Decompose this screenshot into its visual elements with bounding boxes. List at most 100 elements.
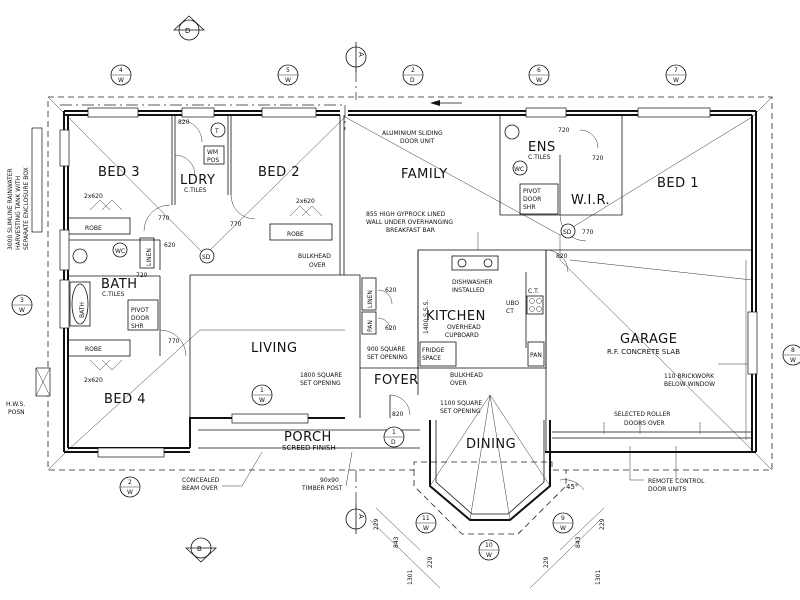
annotation-notes: 3000 SLIMLINE RAINWATER HARVESTING TANK … — [6, 130, 715, 493]
cooktop-icon — [526, 295, 544, 315]
marker-labels: D B A A 4 W 5 W 2 D 6 W 7 W 3 W 8 W 2 W … — [19, 27, 796, 559]
label-garage: GARAGE — [620, 332, 677, 347]
dim-843-r: 843 — [575, 536, 582, 548]
note-brickwork-1: 110 BRICKWORK — [664, 373, 715, 380]
label-pan-kitchen: PAN — [530, 352, 542, 359]
dim-1301-r: 1301 — [595, 570, 602, 585]
marker-6-num: 6 — [537, 67, 541, 74]
note-angle: 45° — [566, 483, 578, 491]
marker-b-bottom: B — [197, 545, 202, 553]
marker-10-w: W — [486, 552, 492, 559]
dim-820-laundry: 820 — [178, 119, 190, 126]
dim-770-bed2: 770 — [230, 221, 242, 228]
note-900-2: SET OPENING — [367, 354, 408, 361]
label-door-ens: DOOR — [523, 196, 541, 203]
label-bath-note: C.TILES — [102, 291, 125, 298]
label-robe-bed2: ROBE — [287, 231, 304, 238]
label-linen-foyer: LINEN — [367, 290, 374, 308]
dim-720-wir: 720 — [592, 155, 604, 162]
label-laundry-note: C.TILES — [184, 187, 207, 194]
marker-4-w: W — [118, 77, 124, 84]
marker-sd-bed1: SD — [563, 229, 572, 236]
note-gyprock-3: BREAKFAST BAR — [386, 227, 435, 234]
label-foyer: FOYER — [374, 373, 419, 388]
marker-2d-d: D — [410, 77, 415, 84]
label-dining: DINING — [466, 437, 516, 452]
marker-1w-w: W — [259, 397, 265, 404]
label-t: T — [214, 128, 219, 135]
windows — [31, 107, 758, 458]
toilet-icon-ens — [512, 160, 528, 176]
marker-11-w: W — [423, 525, 429, 532]
note-beam-1: CONCEALED — [182, 477, 220, 484]
label-sss: 1400 S.S.S. — [423, 300, 430, 334]
note-tank-2: HARVESTING TANK WITH — [15, 176, 22, 250]
label-ensuite: ENS — [528, 140, 556, 155]
internal-walls — [67, 115, 752, 452]
marker-2w-num: 2 — [128, 479, 132, 486]
rainwater-tank — [31, 127, 43, 233]
marker-1d-num: 1 — [392, 429, 396, 436]
label-space: SPACE — [422, 355, 441, 362]
marker-7-num: 7 — [674, 67, 678, 74]
label-bed-4: BED 4 — [104, 392, 146, 407]
label-bed-1: BED 1 — [657, 176, 699, 191]
label-wc-bath: WC — [115, 248, 125, 255]
marker-2w-w: W — [127, 489, 133, 496]
sink-icon — [451, 255, 499, 271]
dim-770-bed3: 770 — [158, 215, 170, 222]
label-bed-2: BED 2 — [258, 165, 300, 180]
label-living: LIVING — [251, 341, 298, 356]
marker-1w-num: 1 — [260, 387, 264, 394]
label-wir: W.I.R. — [571, 193, 610, 208]
label-robe-bed3: ROBE — [85, 225, 102, 232]
marker-10-num: 10 — [485, 542, 493, 549]
marker-8-num: 8 — [791, 347, 795, 354]
note-1800-2: SET OPENING — [300, 380, 341, 387]
dim-229-r1: 229 — [543, 556, 550, 568]
marker-a-bottom: A — [357, 514, 365, 519]
note-beam-2: BEAM OVER — [182, 485, 218, 492]
label-kitchen: KITCHEN — [426, 309, 486, 324]
marker-2d-num: 2 — [411, 67, 415, 74]
fixture-labels: ROBE ROBE ROBE WC WC T WM POS PIVOT DOOR… — [79, 128, 542, 362]
marker-4-num: 4 — [119, 67, 123, 74]
dim-620-linen: 620 — [164, 242, 176, 249]
dim-2x620-bed2: 2x620 — [296, 198, 315, 205]
dimension-labels: 820 720 720 770 770 620 720 770 820 620 … — [84, 119, 606, 585]
label-robe-bed4: ROBE — [85, 346, 102, 353]
label-wm: WM — [207, 149, 218, 156]
label-bed-3: BED 3 — [98, 165, 140, 180]
note-sliding-2: DOOR UNIT — [400, 138, 435, 145]
label-pan-foyer: PAN — [367, 320, 374, 332]
label-linen-bath: LINEN — [146, 248, 153, 266]
note-remote-1: REMOTE CONTROL — [648, 478, 705, 485]
dim-229-r2: 229 — [599, 518, 606, 530]
label-dishwasher: DISHWASHER — [452, 279, 493, 286]
note-tank-1: 3000 SLIMLINE RAINWATER — [7, 168, 14, 250]
note-900-1: 900 SQUARE — [367, 346, 406, 353]
marker-5-num: 5 — [286, 67, 290, 74]
leaders-and-dimensions — [222, 232, 748, 589]
basin-icon — [72, 248, 88, 264]
marker-a-top: A — [357, 52, 365, 57]
note-1100-1: 1100 SQUARE — [440, 400, 482, 407]
note-over-top: OVER — [309, 262, 326, 269]
room-labels: BED 3 BED 2 LDRY C.TILES FAMILY ENS C.TI… — [98, 140, 699, 452]
note-over-mid: OVER — [450, 380, 467, 387]
label-family: FAMILY — [401, 167, 448, 182]
label-porch-note: SCREED FINISH — [282, 444, 336, 452]
dim-620-linen-foyer: 620 — [385, 287, 397, 294]
note-1100-2: SET OPENING — [440, 408, 481, 415]
label-fridge: FRIDGE — [422, 347, 445, 354]
marker-sd-hall: SD — [202, 254, 211, 261]
label-overhead: OVERHEAD — [447, 324, 481, 331]
fixture-shapes — [69, 122, 559, 367]
dim-770-bed1: 770 — [582, 229, 594, 236]
dim-843-l: 843 — [393, 536, 400, 548]
dim-820-garage: 820 — [556, 253, 568, 260]
marker-d-top: D — [185, 27, 190, 35]
label-pivot-ens: PIVOT — [523, 188, 541, 195]
toilet-icon — [112, 242, 128, 258]
note-roller-2: DOORS OVER — [624, 420, 665, 427]
